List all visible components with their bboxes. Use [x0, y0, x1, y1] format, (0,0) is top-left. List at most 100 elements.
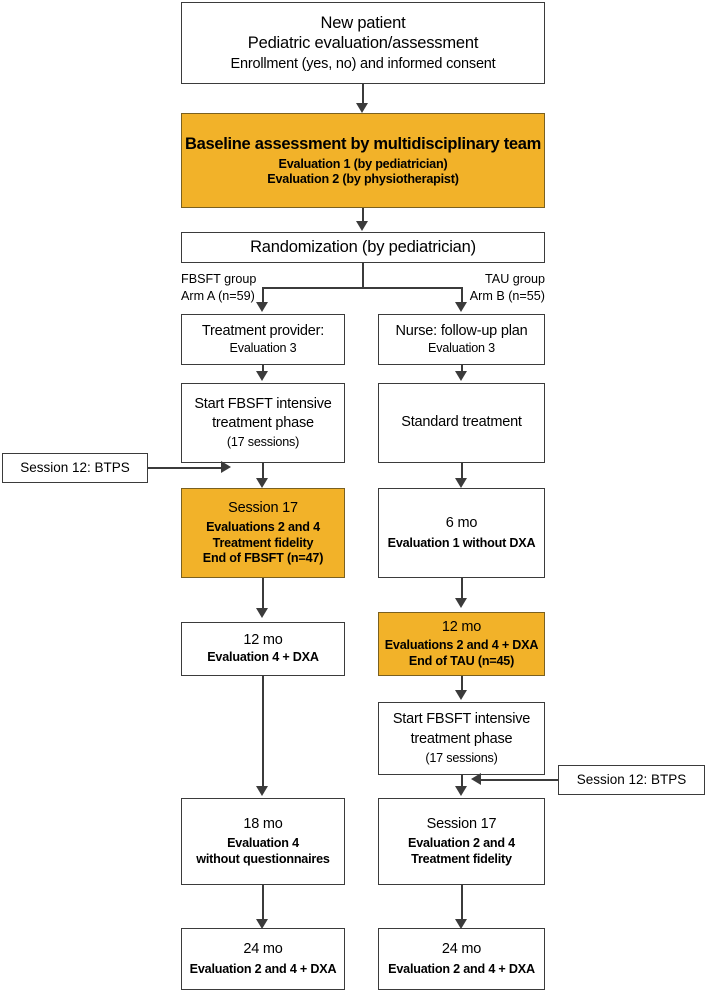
node-left-start-fbsft: Start FBSFT intensive treatment phase (1…	[181, 383, 345, 463]
node-left-12mo-line1: 12 mo	[243, 632, 283, 649]
connector-standard-to-6mo	[461, 463, 463, 481]
node-right-session-17-line1: Session 17	[426, 815, 497, 832]
node-baseline-line2: Evaluation 1 (by pediatrician)	[278, 156, 448, 171]
node-right-12mo-line1: 12 mo	[441, 618, 482, 635]
arrowhead-btps-right	[471, 773, 481, 785]
connector-baseline-to-randomization	[362, 208, 364, 223]
node-right-24mo: 24 mo Evaluation 2 and 4 + DXA	[378, 928, 545, 990]
node-right-start-fbsft-line2: treatment phase	[410, 730, 513, 747]
node-new-patient-line3: Enrollment (yes, no) and informed consen…	[230, 55, 496, 72]
connector-18mo-to-24mo	[262, 885, 264, 922]
label-right-arm: TAU group Arm B (n=55)	[451, 271, 545, 305]
node-right-start-fbsft: Start FBSFT intensive treatment phase (1…	[378, 702, 545, 775]
arrowhead-to-right-arm	[455, 302, 467, 312]
connector-left-12mo-to-18mo	[262, 676, 264, 788]
arrowhead-nurse-to-standard	[455, 371, 467, 381]
node-right-6mo: 6 mo Evaluation 1 without DXA	[378, 488, 545, 578]
node-btps-left-line1: Session 12: BTPS	[20, 459, 130, 475]
node-treatment-provider: Treatment provider: Evaluation 3	[181, 314, 345, 365]
node-left-session-17-line4: End of FBSFT (n=47)	[202, 551, 324, 566]
node-left-18mo: 18 mo Evaluation 4 without questionnaire…	[181, 798, 345, 885]
node-left-24mo-line1: 24 mo	[243, 940, 283, 957]
arrowhead-standard-to-6mo	[455, 478, 467, 488]
label-left-arm-line2: Arm A (n=59)	[181, 289, 255, 303]
arrowhead-right-12mo-to-startfbsft	[455, 690, 467, 700]
node-left-18mo-line3: without questionnaires	[196, 851, 330, 866]
connector-btps-right-to-startfbsft	[481, 779, 558, 781]
node-left-18mo-line2: Evaluation 4	[227, 836, 299, 851]
node-left-24mo-line2: Evaluation 2 and 4 + DXA	[189, 961, 337, 976]
arrowhead-btps-left	[221, 461, 231, 473]
connector-btps-left-to-startfbsft	[148, 467, 222, 469]
node-left-start-fbsft-line3: (17 sessions)	[226, 435, 300, 449]
node-left-12mo: 12 mo Evaluation 4 + DXA	[181, 622, 345, 676]
node-new-patient: New patient Pediatric evaluation/assessm…	[181, 2, 545, 84]
node-btps-right-line1: Session 12: BTPS	[576, 771, 687, 787]
label-right-arm-line1: TAU group	[485, 272, 545, 286]
node-left-session-17-line2: Evaluations 2 and 4	[206, 520, 320, 535]
connector-6mo-to-12mo	[461, 578, 463, 601]
node-nurse-followup-line2: Evaluation 3	[428, 340, 495, 355]
arrowhead-session17-to-12mo	[256, 608, 268, 618]
connector-to-left-arm	[262, 287, 264, 305]
node-left-session-17-line1: Session 17	[228, 499, 298, 516]
label-left-arm-line1: FBSFT group	[181, 272, 257, 286]
arrowhead-left-12mo-to-18mo	[256, 786, 268, 796]
node-right-start-fbsft-line3: (17 sessions)	[425, 750, 498, 765]
connector-randomization-stem	[362, 263, 364, 288]
connector-right-session17-to-24mo	[461, 885, 463, 922]
connector-randomization-split	[262, 287, 463, 289]
node-right-6mo-line1: 6 mo	[445, 514, 478, 531]
connector-provider-to-startfbsft	[262, 365, 264, 374]
node-treatment-provider-line2: Evaluation 3	[229, 340, 297, 355]
node-left-session-17-line3: Treatment fidelity	[212, 535, 314, 550]
node-left-session-17: Session 17 Evaluations 2 and 4 Treatment…	[181, 488, 345, 578]
node-left-18mo-line1: 18 mo	[243, 815, 283, 832]
node-left-start-fbsft-line1: Start FBSFT intensive	[194, 395, 332, 412]
node-baseline-line1: Baseline assessment by multidisciplinary…	[184, 134, 542, 153]
connector-nurse-to-standard	[461, 365, 463, 374]
node-baseline-line3: Evaluation 2 (by physiotherapist)	[267, 172, 459, 187]
node-randomization-line1: Randomization (by pediatrician)	[250, 238, 476, 257]
node-left-12mo-line2: Evaluation 4 + DXA	[207, 650, 319, 665]
arrowhead-to-left-arm	[256, 302, 268, 312]
node-right-24mo-line2: Evaluation 2 and 4 + DXA	[388, 961, 535, 976]
connector-right-startfbsft-to-session17	[461, 775, 463, 789]
node-nurse-followup-line1: Nurse: follow-up plan	[395, 322, 528, 339]
node-right-session-17-line3: Treatment fidelity	[411, 851, 512, 866]
node-nurse-followup: Nurse: follow-up plan Evaluation 3	[378, 314, 545, 365]
node-right-24mo-line1: 24 mo	[441, 940, 482, 957]
node-left-24mo: 24 mo Evaluation 2 and 4 + DXA	[181, 928, 345, 990]
label-left-arm: FBSFT group Arm A (n=59)	[181, 271, 256, 305]
node-right-session-17: Session 17 Evaluation 2 and 4 Treatment …	[378, 798, 545, 885]
connector-to-right-arm	[461, 287, 463, 305]
arrowhead-startfbsft-to-session17	[256, 478, 268, 488]
node-randomization: Randomization (by pediatrician)	[181, 232, 545, 263]
node-standard-treatment-line1: Standard treatment	[401, 414, 522, 431]
arrowhead-provider-to-startfbsft	[256, 371, 268, 381]
arrowhead-newpatient-to-baseline	[356, 103, 368, 113]
node-right-12mo: 12 mo Evaluations 2 and 4 + DXA End of T…	[378, 612, 545, 676]
node-right-session-17-line2: Evaluation 2 and 4	[408, 836, 515, 851]
node-right-start-fbsft-line1: Start FBSFT intensive	[392, 711, 531, 728]
arrowhead-right-session17-to-24mo	[455, 919, 467, 929]
node-new-patient-line2: Pediatric evaluation/assessment	[247, 33, 479, 52]
node-new-patient-line1: New patient	[320, 13, 406, 32]
connector-startfbsft-to-session17	[262, 463, 264, 481]
node-right-6mo-line2: Evaluation 1 without DXA	[387, 535, 536, 550]
node-standard-treatment: Standard treatment	[378, 383, 545, 463]
arrowhead-18mo-to-24mo	[256, 919, 268, 929]
arrowhead-right-startfbsft-to-session17	[455, 786, 467, 796]
node-btps-right: Session 12: BTPS	[558, 765, 705, 795]
connector-session17-to-12mo	[262, 578, 264, 611]
node-treatment-provider-line1: Treatment provider:	[201, 322, 325, 339]
arrowhead-baseline-to-randomization	[356, 221, 368, 231]
connector-newpatient-to-baseline	[362, 84, 364, 105]
arrowhead-6mo-to-12mo	[455, 598, 467, 608]
node-btps-left: Session 12: BTPS	[2, 453, 148, 483]
node-left-start-fbsft-line2: treatment phase	[212, 415, 314, 432]
node-baseline-assessment: Baseline assessment by multidisciplinary…	[181, 113, 545, 208]
node-right-12mo-line2: Evaluations 2 and 4 + DXA	[384, 638, 539, 653]
node-right-12mo-line3: End of TAU (n=45)	[408, 653, 515, 668]
